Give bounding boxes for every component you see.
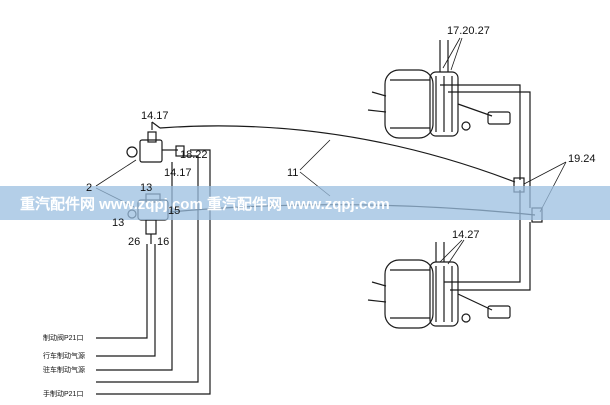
watermark-band: 重汽配件网 www.zqpj.com 重汽配件网 www.zqpj.com	[0, 186, 610, 220]
label-13-bottom: 13	[112, 217, 124, 229]
watermark-text: 重汽配件网 www.zqpj.com 重汽配件网 www.zqpj.com	[20, 195, 390, 213]
label-14-17-top: 14.17	[141, 110, 169, 122]
leader-lines	[95, 37, 567, 265]
label-15: 15	[168, 205, 180, 217]
label-13-top: 13	[140, 182, 152, 194]
upper-relay-valve	[126, 121, 185, 163]
label-14-17-mid: 14.17	[164, 167, 192, 179]
label-2: 2	[86, 182, 92, 194]
air-lines	[159, 40, 536, 291]
label-14-27: 14.27	[452, 229, 480, 241]
lower-brake-chamber	[367, 259, 511, 329]
label-19-24: 19.24	[568, 153, 596, 165]
label-11: 11	[287, 167, 298, 179]
legend-line-4: 手制动P21口	[43, 389, 83, 398]
upper-brake-chamber	[367, 69, 511, 139]
label-17-20-27: 17.20.27	[447, 25, 490, 37]
legend-line-1: 制动阀P21口	[43, 333, 83, 342]
legend-line-2: 行车制动气源	[43, 351, 85, 360]
label-26: 26	[128, 236, 140, 248]
legend-line-3: 驻车制动气源	[43, 365, 85, 374]
label-16: 16	[157, 236, 169, 248]
source-pipes	[96, 149, 211, 395]
label-18-22: 18.22	[180, 149, 208, 161]
